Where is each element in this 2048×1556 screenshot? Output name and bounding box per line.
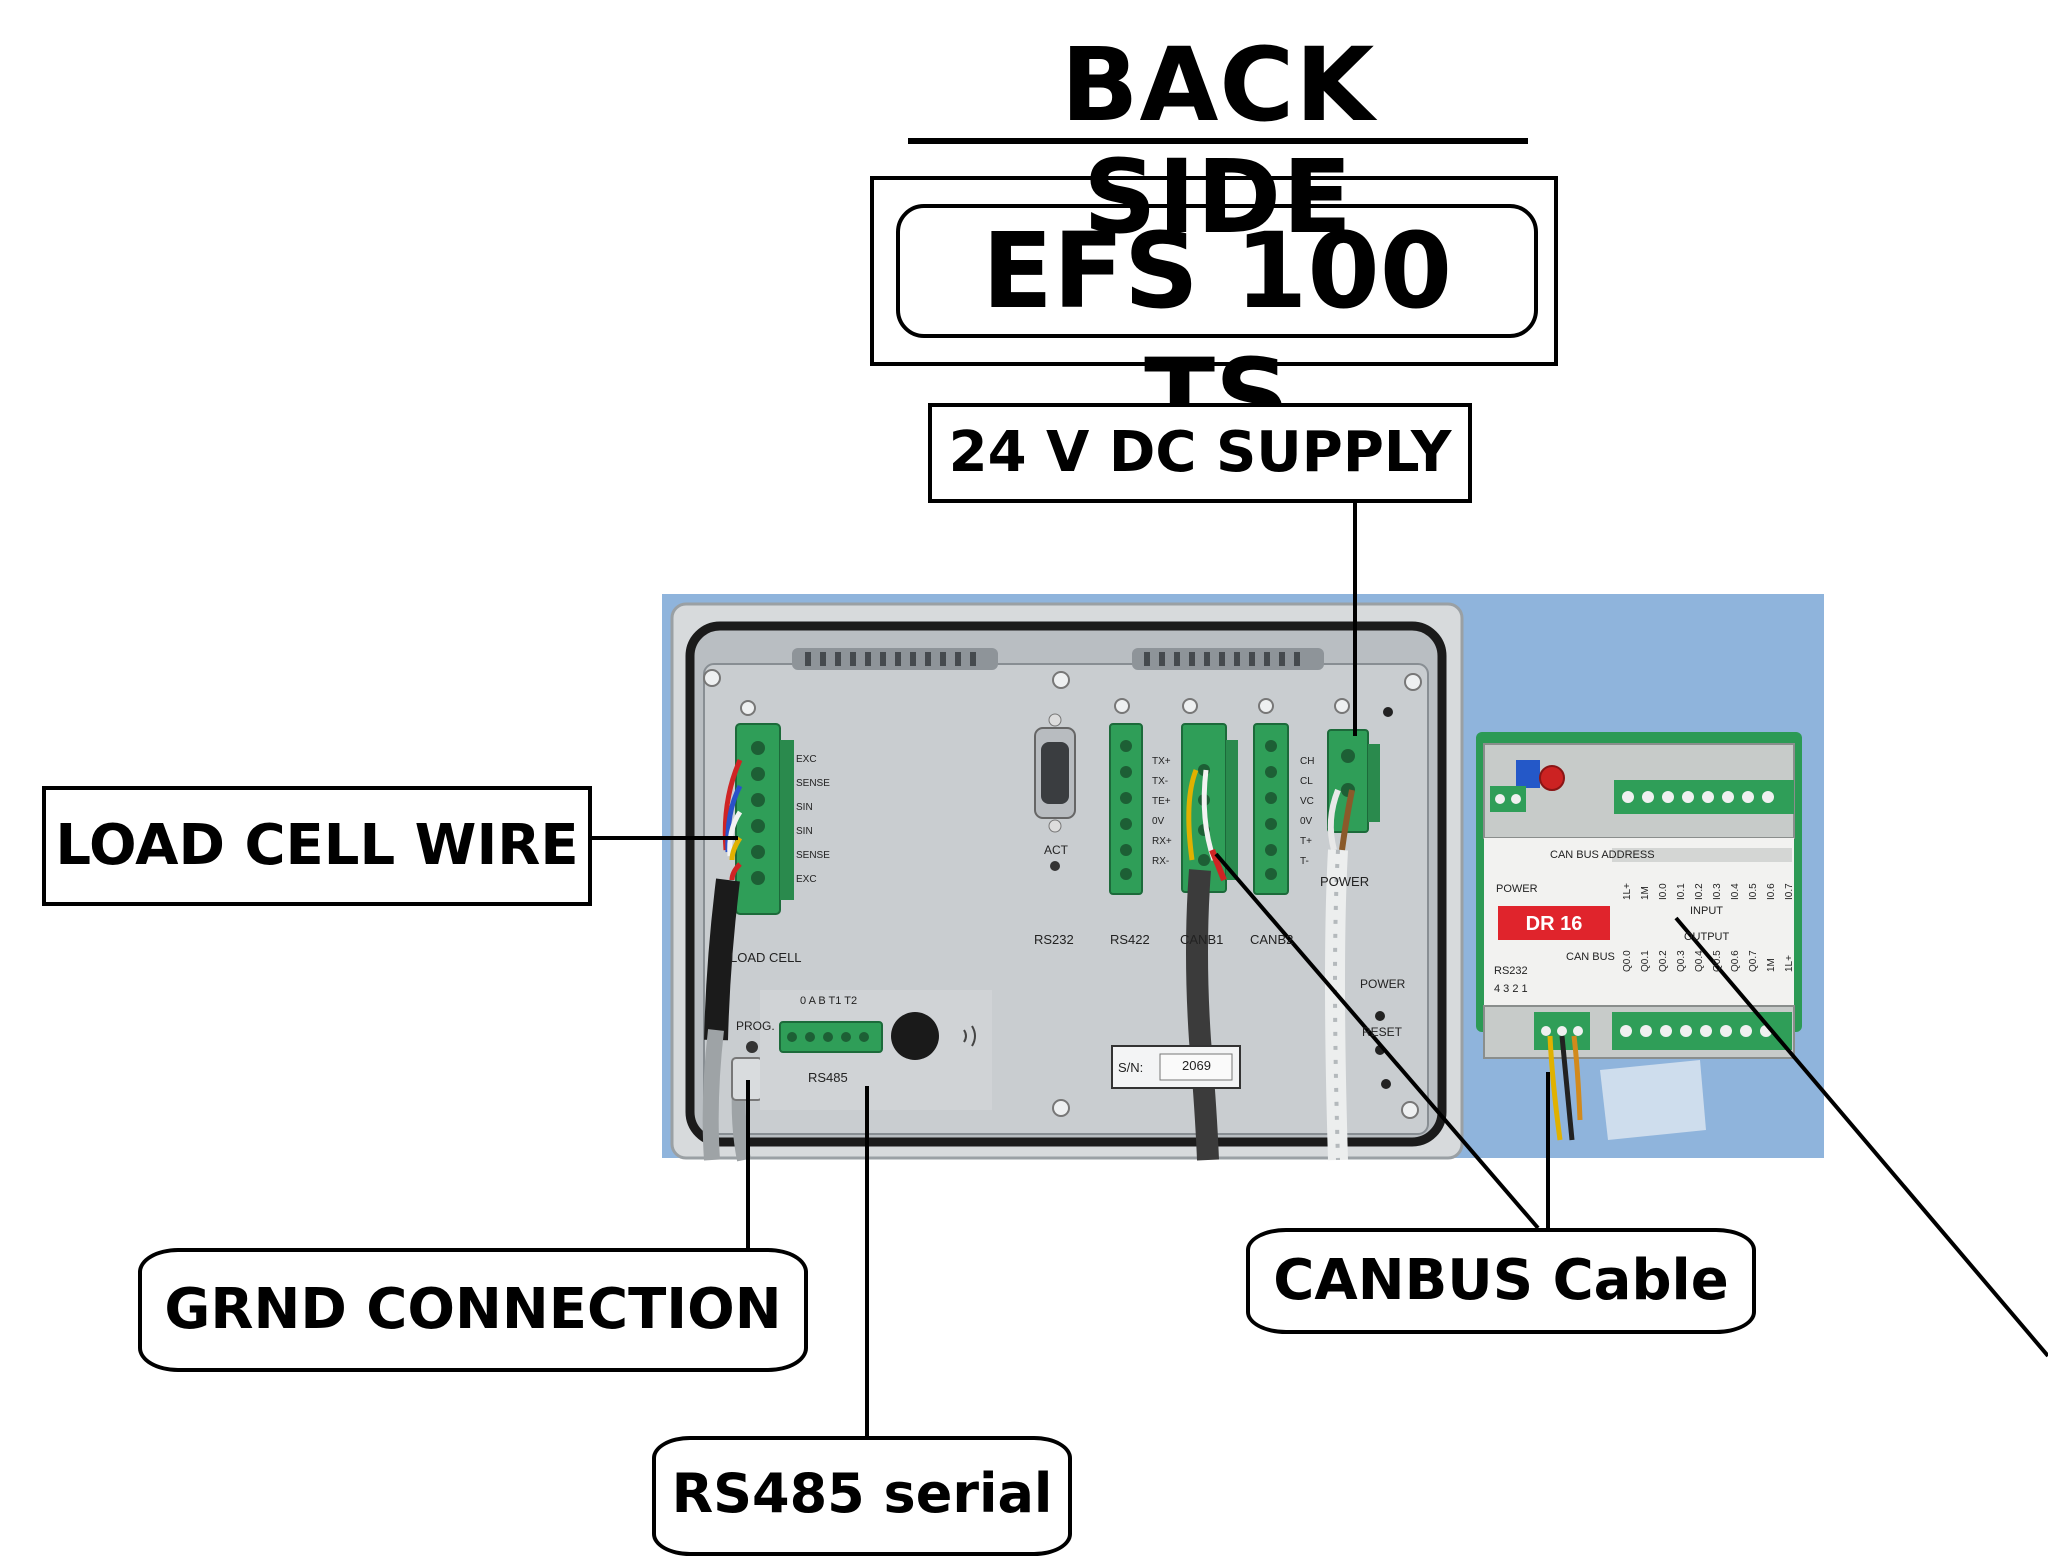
device-printed-labels: LOAD CELL PROG. 0 A B T1 T2 RS485 ACT RS… bbox=[730, 754, 1406, 1085]
model-frame bbox=[870, 176, 1558, 366]
serial-number-value: 2069 bbox=[1182, 1058, 1211, 1073]
module-power-label: POWER bbox=[1496, 883, 1538, 895]
module-input-pin-label: I0.5 bbox=[1748, 883, 1759, 900]
serial-number-label: S/N: bbox=[1118, 1060, 1143, 1075]
load-cell-pin-label: SENSE bbox=[796, 778, 830, 789]
load-cell-pin-label: SENSE bbox=[796, 850, 830, 861]
dr16-module bbox=[1476, 732, 1802, 1141]
module-printed-labels: DR 16 CAN BUS ADDRESS POWER INPUT OUTPUT… bbox=[1494, 849, 1795, 995]
module-input-pin-label: I0.3 bbox=[1712, 883, 1723, 900]
module-input-pin-label: I0.1 bbox=[1676, 883, 1687, 900]
module-can-wires bbox=[1547, 1035, 1583, 1141]
module-input-pin-label: I0.6 bbox=[1766, 883, 1777, 900]
canb1-label: CANB1 bbox=[1180, 932, 1223, 947]
rs422-pin-label: TX- bbox=[1152, 776, 1168, 787]
rs422-pin-label: RX- bbox=[1152, 856, 1169, 867]
buzzer bbox=[891, 1012, 939, 1060]
load-cell-cable-sleeve bbox=[704, 878, 740, 1041]
power-cable bbox=[1325, 788, 1355, 1161]
load-cell-terminal bbox=[735, 723, 794, 915]
load-cell-pin-label: EXC bbox=[796, 754, 817, 765]
ground-cable bbox=[702, 1029, 724, 1161]
module-output-pin-label: Q0.0 bbox=[1622, 950, 1633, 972]
module-output-pin-label: Q0.3 bbox=[1676, 950, 1687, 972]
rs485-callout: RS485 serial bbox=[652, 1436, 1072, 1556]
module-rs232-label: RS232 bbox=[1494, 965, 1528, 977]
module-output-label: OUTPUT bbox=[1684, 931, 1730, 943]
module-output-pin-label: Q0.7 bbox=[1748, 950, 1759, 972]
rs232-db9-port bbox=[1034, 713, 1076, 871]
address-rotary bbox=[1539, 765, 1565, 791]
canb2-terminal bbox=[1253, 723, 1289, 895]
can-pin-label: VC bbox=[1300, 796, 1314, 807]
load-cell-pin-label: SIN bbox=[796, 826, 813, 837]
title-underline bbox=[908, 138, 1528, 144]
module-input-pin-label: I0.4 bbox=[1730, 883, 1741, 900]
canbus-callout: CANBUS Cable bbox=[1246, 1228, 1756, 1334]
rs422-pin-label: TE+ bbox=[1152, 796, 1171, 807]
prog-label: PROG. bbox=[736, 1019, 775, 1033]
vent-slots bbox=[805, 652, 1300, 666]
module-output-pin-label: Q0.4 bbox=[1694, 950, 1705, 972]
can-pin-label: CL bbox=[1300, 776, 1313, 787]
ground-callout: GRND CONNECTION bbox=[138, 1248, 808, 1372]
module-rs232-pins: 4 3 2 1 bbox=[1494, 983, 1528, 995]
page-title: BACK SIDE bbox=[1060, 26, 1376, 257]
power-terminal bbox=[1327, 707, 1393, 833]
module-stand bbox=[1600, 1060, 1706, 1140]
power-led-label: POWER bbox=[1360, 977, 1406, 991]
can-pin-label: T- bbox=[1300, 856, 1309, 867]
load-cell-callout: LOAD CELL WIRE bbox=[42, 786, 592, 906]
can-pin-label: T+ bbox=[1300, 836, 1312, 847]
module-output-pin-label: Q0.2 bbox=[1658, 950, 1669, 972]
module-output-pin-label: Q0.5 bbox=[1712, 950, 1723, 972]
module-output-pin-label: 1M bbox=[1766, 958, 1777, 972]
module-can-bus-label: CAN BUS bbox=[1566, 951, 1615, 963]
power-label: POWER bbox=[1320, 874, 1369, 889]
module-input-label: INPUT bbox=[1690, 905, 1723, 917]
can-pin-label: CH bbox=[1300, 756, 1314, 767]
load-cell-wires bbox=[722, 758, 743, 881]
rs422-terminal bbox=[1109, 723, 1143, 895]
can-pin-label: 0V bbox=[1300, 816, 1313, 827]
rs485-pins-label: 0 A B T1 T2 bbox=[800, 995, 857, 1007]
dr16-leader bbox=[1674, 916, 2048, 1358]
screws bbox=[703, 669, 1422, 1119]
module-output-pin-label: Q0.6 bbox=[1730, 950, 1741, 972]
rs422-pin-label: 0V bbox=[1152, 816, 1165, 827]
can-bus-address-label: CAN BUS ADDRESS bbox=[1550, 849, 1655, 861]
load-cell-pin-label: SIN bbox=[796, 802, 813, 813]
supply-callout: 24 V DC SUPPLY bbox=[928, 403, 1472, 503]
canbus-leader-device bbox=[1214, 852, 1540, 1230]
efs-100-ts-device bbox=[670, 602, 1464, 1162]
module-output-pin-label: Q0.1 bbox=[1640, 950, 1651, 972]
canb2-label: CANB2 bbox=[1250, 932, 1293, 947]
rs485-terminal bbox=[779, 1021, 883, 1053]
load-cell-label: LOAD CELL bbox=[730, 950, 802, 965]
canbus-device-cable bbox=[1186, 769, 1227, 1161]
leader-lines bbox=[592, 503, 2048, 1436]
module-output-pin-label: 1L+ bbox=[1784, 955, 1795, 972]
load-cell-pin-label: EXC bbox=[796, 874, 817, 885]
act-label: ACT bbox=[1044, 843, 1069, 857]
rs485-label: RS485 bbox=[808, 1070, 848, 1085]
module-input-pin-label: I0.2 bbox=[1694, 883, 1705, 900]
module-input-pin-label: 1M bbox=[1640, 886, 1651, 900]
module-input-pin-label: I0.0 bbox=[1658, 883, 1669, 900]
rs422-label: RS422 bbox=[1110, 932, 1150, 947]
module-input-pin-label: I0.7 bbox=[1784, 883, 1795, 900]
rs422-pin-label: TX+ bbox=[1152, 756, 1171, 767]
rs422-pin-label: RX+ bbox=[1152, 836, 1172, 847]
module-input-pin-label: 1L+ bbox=[1622, 883, 1633, 900]
reset-label: RESET bbox=[1362, 1025, 1403, 1039]
rs232-label: RS232 bbox=[1034, 932, 1074, 947]
dr16-badge bbox=[1498, 906, 1610, 940]
power-led bbox=[1375, 1011, 1385, 1021]
model-name: EFS 100 TS bbox=[896, 204, 1538, 458]
dr16-name: DR 16 bbox=[1526, 913, 1583, 935]
dip-switch bbox=[1516, 760, 1540, 788]
